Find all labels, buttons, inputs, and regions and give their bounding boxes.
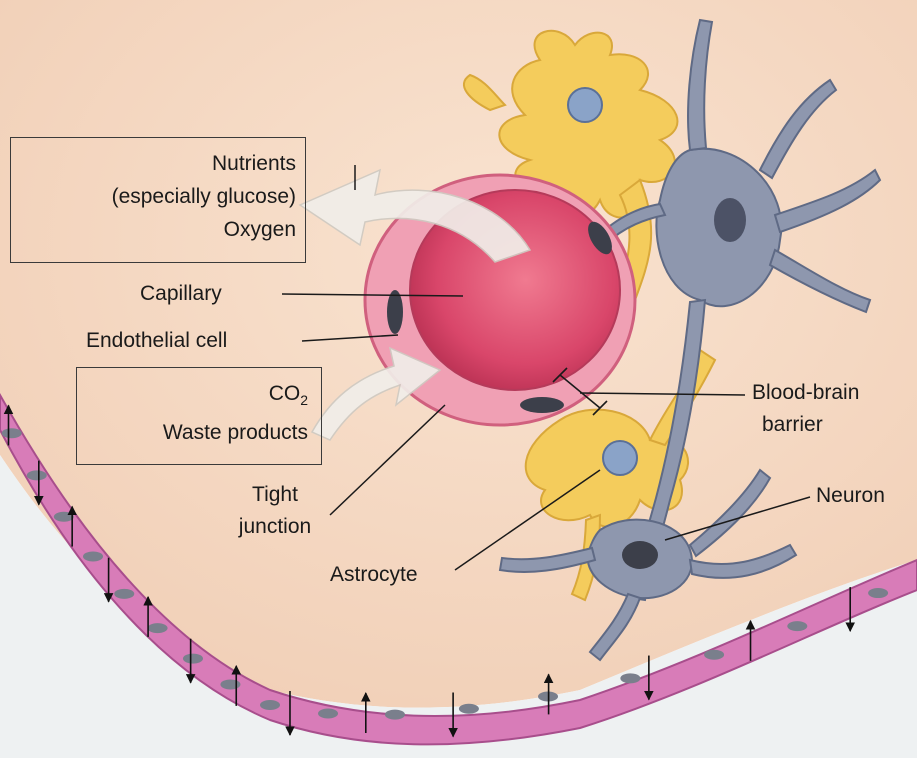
ependymal-nucleus [260,700,280,710]
astrocyte-lower-nucleus [603,441,637,475]
astrocyte-label: Astrocyte [330,562,418,588]
nutrients-line2: (especially glucose) [20,184,296,210]
bbb-line1: Blood-brain [752,380,859,406]
ependymal-nucleus [2,428,22,438]
neuron-label: Neuron [816,483,885,509]
bbb-line2: barrier [762,412,859,438]
ependymal-nucleus [220,679,240,689]
waste-products-label: Waste products [86,420,308,446]
ependymal-nucleus [385,710,405,720]
ependymal-nucleus [318,708,338,718]
ependymal-nucleus [148,623,168,633]
co2-subscript: 2 [300,392,308,408]
ependymal-nucleus [27,470,47,480]
ependymal-nucleus [54,512,74,522]
nutrients-line3: Oxygen [20,217,296,243]
neuron-lower-nucleus [622,541,658,569]
ependymal-nucleus [787,621,807,631]
ependymal-nucleus [83,551,103,561]
endothelial-nucleus [387,290,403,334]
capillary-label: Capillary [140,281,222,307]
co2-main: CO [269,382,301,405]
ependymal-nucleus [183,654,203,664]
ependymal-nucleus [868,588,888,598]
tight-junction-label: Tight junction [205,482,345,540]
neuron-upper-nucleus [714,198,746,242]
astrocyte-upper-nucleus [568,88,602,122]
nutrients-line1: Nutrients [20,151,296,177]
ependymal-nucleus [114,589,134,599]
blood-brain-barrier-label: Blood-brain barrier [752,380,859,438]
endothelial-cell-label: Endothelial cell [86,328,227,354]
co2-label: CO2 [86,381,308,413]
ependymal-nucleus [620,673,640,683]
ependymal-nucleus [459,704,479,714]
nutrients-label: Nutrients (especially glucose) Oxygen [20,151,296,243]
endothelial-nucleus [520,397,564,413]
tight-line2: junction [205,514,345,540]
ependymal-nucleus [704,650,724,660]
tight-line1: Tight [205,482,345,508]
